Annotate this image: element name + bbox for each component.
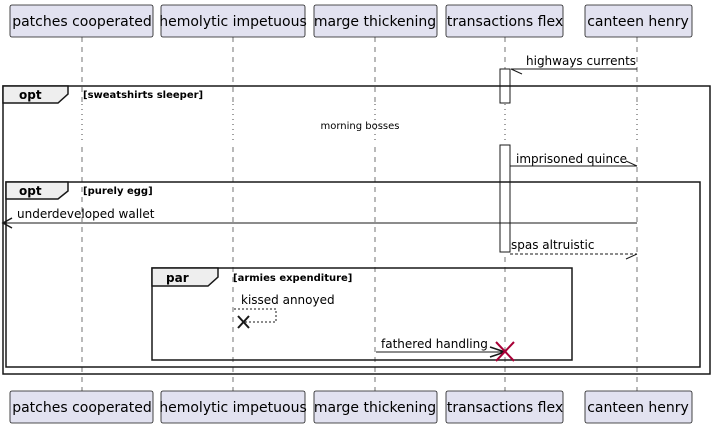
participant-canteen-henry-bottom: canteen henry <box>584 390 693 424</box>
message-highways-currents: highways currents <box>510 54 637 75</box>
message-underdeveloped-wallet: underdeveloped wallet <box>1 207 637 229</box>
participant-label: patches cooperated <box>12 14 152 30</box>
participant-patches-cooperated-top: patches cooperated <box>9 4 154 38</box>
participant-label: canteen henry <box>587 14 689 30</box>
divider-band <box>0 104 715 144</box>
participant-label: hemolytic impetuous <box>159 14 307 30</box>
message-label: spas altruistic <box>511 238 594 252</box>
fragment-par-armies-expenditure: par [armies expenditure] <box>151 267 573 361</box>
message-label: kissed annoyed <box>241 293 335 307</box>
fragment-condition: [purely egg] <box>83 186 153 197</box>
participant-label: patches cooperated <box>12 400 152 416</box>
participant-label: marge thickening <box>314 400 436 416</box>
participant-label: marge thickening <box>314 14 436 30</box>
activation-bar-lower <box>499 144 511 253</box>
fragment-condition: [armies expenditure] <box>233 273 352 284</box>
participant-label: transactions flex <box>447 14 563 30</box>
participant-transactions-flex-top: transactions flex <box>445 4 564 38</box>
destroy-icon <box>237 315 250 329</box>
divider-label: morning bosses <box>320 121 399 132</box>
fragment-keyword: par <box>166 271 189 285</box>
message-label: underdeveloped wallet <box>17 207 155 221</box>
message-label: imprisoned quince <box>516 152 627 166</box>
divider-dotted-lifelines <box>81 104 638 144</box>
participant-label: transactions flex <box>447 400 563 416</box>
message-fathered-handling: fathered handling <box>376 337 515 362</box>
destroy-icon <box>495 341 515 362</box>
fragment-keyword: opt <box>19 88 42 102</box>
message-imprisoned-quince: imprisoned quince <box>510 152 638 167</box>
participant-label: canteen henry <box>587 400 689 416</box>
message-kissed-annoyed: kissed annoyed <box>234 293 335 329</box>
participant-transactions-flex-bottom: transactions flex <box>445 390 564 424</box>
fragment-opt-sweatshirts-sleeper: opt [sweatshirts sleeper] <box>2 85 711 375</box>
message-spas-altruistic: spas altruistic <box>510 238 638 260</box>
participant-label: hemolytic impetuous <box>159 400 307 416</box>
participant-canteen-henry-top: canteen henry <box>584 4 693 38</box>
participant-hemolytic-impetuous-top: hemolytic impetuous <box>159 4 307 38</box>
participant-marge-thickening-top: marge thickening <box>313 4 438 38</box>
participant-patches-cooperated-bottom: patches cooperated <box>9 390 154 424</box>
message-label: highways currents <box>526 54 636 68</box>
fragment-opt-purely-egg: opt [purely egg] <box>5 181 701 368</box>
message-label: fathered handling <box>381 337 488 351</box>
fragment-condition: [sweatshirts sleeper] <box>83 90 203 101</box>
participant-marge-thickening-bottom: marge thickening <box>313 390 438 424</box>
participant-hemolytic-impetuous-bottom: hemolytic impetuous <box>159 390 307 424</box>
fragment-keyword: opt <box>19 184 42 198</box>
